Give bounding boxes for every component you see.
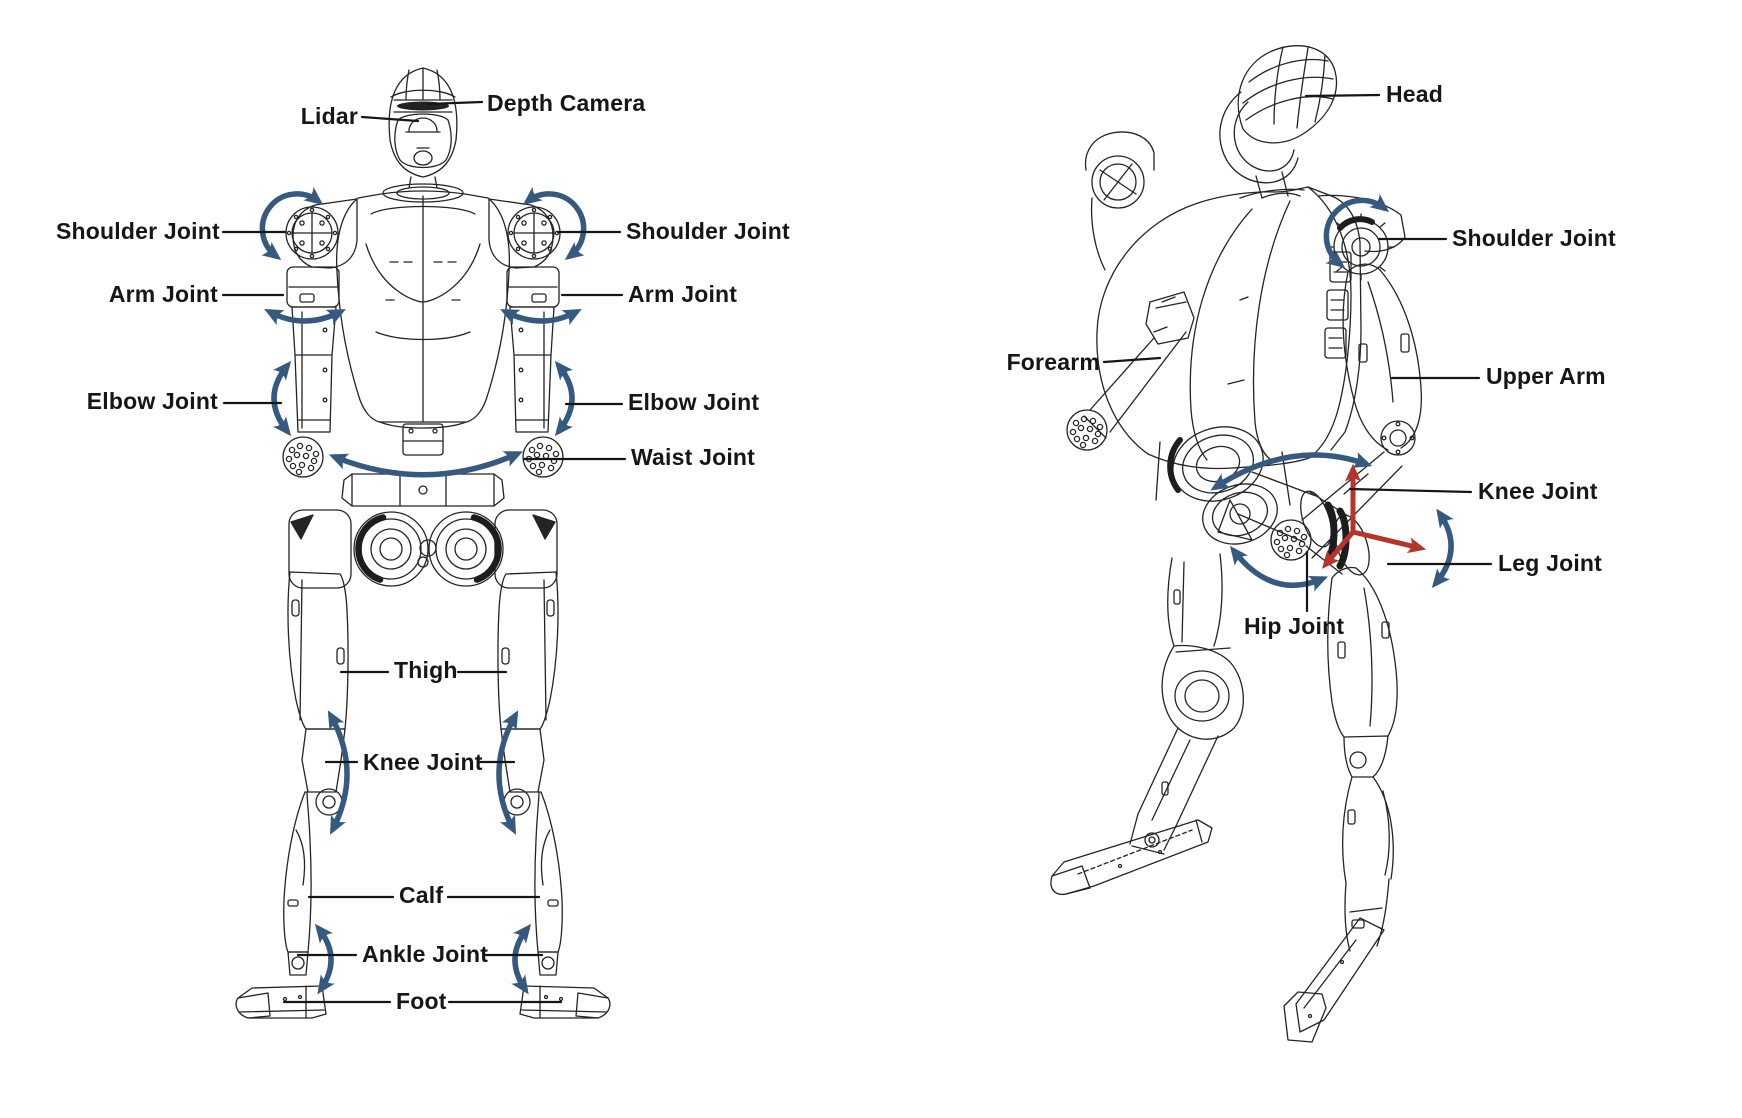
leader-depth-camera: [426, 100, 484, 106]
persp-back-leg: [1050, 553, 1245, 896]
leader-forearm: [1102, 356, 1162, 364]
leader-knee-persp: [1348, 487, 1473, 494]
front-left-shoulder: [285, 198, 358, 269]
label-lidar: Lidar: [300, 103, 358, 129]
front-left-hand-ball: [282, 436, 324, 478]
label-ankle-joint: Ankle Joint: [362, 941, 489, 967]
front-left-arm: [282, 266, 340, 478]
leg-rotation-arrow: [1431, 508, 1454, 589]
persp-left-arm: [1066, 291, 1195, 451]
axis-arrow-down-left: [1321, 529, 1356, 569]
knee-rotation-arrow-right: [496, 710, 519, 835]
front-left-leg: [235, 571, 349, 1019]
label-elbow-joint-right: Elbow Joint: [628, 389, 760, 415]
robot-front-view: [235, 67, 611, 1019]
arm-rotation-arrow-left: [264, 308, 346, 326]
persp-front-leg: [1283, 566, 1398, 1043]
persp-right-shoulder: [1317, 194, 1406, 281]
hip-axis-arrows: [1321, 463, 1427, 569]
elbow-rotation-arrow-right: [554, 360, 575, 437]
label-shoulder-joint-left: Shoulder Joint: [56, 218, 220, 244]
label-foot: Foot: [396, 988, 447, 1014]
label-hip-joint: Hip Joint: [1244, 613, 1345, 639]
label-arm-joint-left: Arm Joint: [108, 281, 218, 307]
persp-left-hand-ball: [1066, 409, 1108, 451]
persp-torso: [1096, 186, 1362, 470]
label-depth-camera: Depth Camera: [487, 90, 646, 116]
leader-head: [1304, 93, 1381, 98]
waist-rotation-arrow: [328, 451, 523, 478]
knee-rotation-arrow-left: [327, 710, 350, 835]
front-torso: [335, 190, 511, 456]
label-head: Head: [1386, 81, 1444, 107]
label-shoulder-joint-right: Shoulder Joint: [626, 218, 790, 244]
shoulder-rotation-arrow-left: [259, 186, 324, 260]
elbow-rotation-arrow-left: [271, 360, 292, 437]
robot-perspective-view: [1050, 45, 1423, 1043]
knee-rotation-arrow: [1210, 452, 1373, 491]
arm-rotation-arrow-right: [500, 308, 582, 326]
front-right-hand-ball: [522, 436, 564, 478]
front-head: [388, 67, 458, 178]
leader-lines: [221, 93, 1493, 1004]
ankle-rotation-arrow-left: [314, 923, 335, 995]
label-knee-joint-persp: Knee Joint: [1478, 478, 1598, 504]
persp-backpack: [1307, 186, 1362, 451]
ankle-rotation-arrow-right: [511, 923, 532, 995]
label-calf: Calf: [399, 882, 444, 908]
label-arm-joint-right: Arm Joint: [628, 281, 738, 307]
label-shoulder-joint-persp: Shoulder Joint: [1452, 225, 1616, 251]
leader-lidar: [360, 115, 420, 123]
label-thigh: Thigh: [394, 657, 458, 683]
front-right-leg: [497, 571, 611, 1019]
label-leg-joint: Leg Joint: [1498, 550, 1603, 576]
shoulder-rotation-arrow-right: [522, 186, 587, 260]
shoulder-rotation-arrow: [1323, 193, 1390, 269]
persp-left-shoulder: [1084, 131, 1155, 271]
front-pelvis: [288, 473, 558, 588]
persp-head: [1219, 45, 1338, 199]
label-upper-arm: Upper Arm: [1486, 363, 1606, 389]
front-right-arm: [506, 266, 564, 478]
front-right-shoulder: [488, 198, 561, 269]
persp-rotation-arrows: [1210, 193, 1454, 592]
label-waist-joint: Waist Joint: [631, 444, 756, 470]
hip-rotation-arrow: [1229, 545, 1329, 592]
label-forearm: Forearm: [1006, 349, 1100, 375]
front-rotation-arrows: [259, 186, 587, 995]
label-knee-joint: Knee Joint: [363, 749, 483, 775]
axis-arrow-right: [1350, 529, 1427, 554]
label-elbow-joint-left: Elbow Joint: [86, 388, 218, 414]
